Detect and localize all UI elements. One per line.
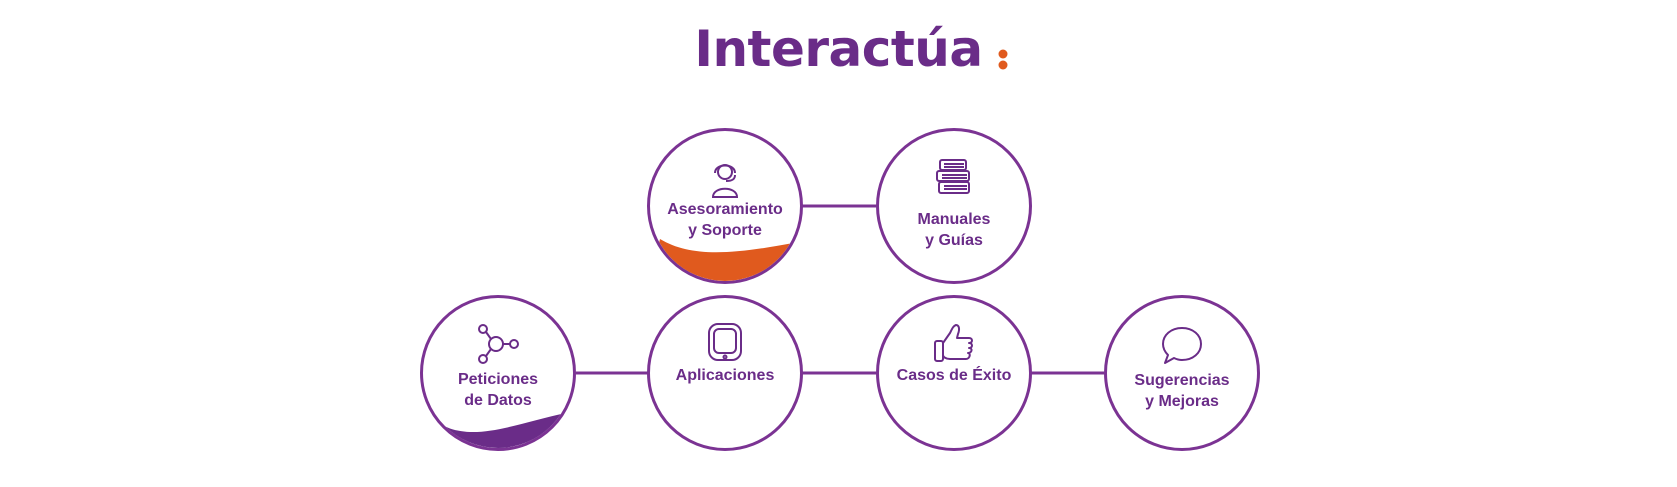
node-label: Manuales y Guías (917, 211, 991, 249)
node-manuales-y-guias[interactable]: Manuales y Guías (876, 128, 1032, 284)
header: Interactúa (0, 22, 1677, 77)
node-aplicaciones[interactable]: Aplicaciones (647, 295, 803, 451)
node-label: Asesoramiento y Soporte (667, 201, 783, 239)
node-label: Aplicaciones (675, 367, 775, 384)
node-sugerencias-y-mejoras[interactable]: Sugerencias y Mejoras (1104, 295, 1260, 451)
speech-bubble-icon (1162, 327, 1202, 364)
title-dots-icon (998, 49, 1008, 70)
page-title: Interactúa (694, 22, 1008, 77)
purple-wave-accent (423, 413, 573, 448)
orange-wave-accent (650, 239, 800, 281)
node-casos-de-exito[interactable]: Casos de Éxito (876, 295, 1032, 451)
node-peticiones-de-datos[interactable]: Peticiones de Datos (420, 295, 576, 451)
node-label: Casos de Éxito (896, 367, 1012, 384)
network-nodes-icon (478, 324, 519, 364)
tablet-device-icon (708, 323, 742, 361)
node-asesoramiento-y-soporte[interactable]: Asesoramiento y Soporte (647, 128, 803, 284)
node-label: Peticiones de Datos (457, 371, 539, 409)
node-label: Sugerencias y Mejoras (1134, 372, 1230, 410)
headset-agent-icon (711, 164, 739, 198)
book-stack-icon (936, 159, 970, 194)
thumbs-up-icon (934, 324, 973, 362)
